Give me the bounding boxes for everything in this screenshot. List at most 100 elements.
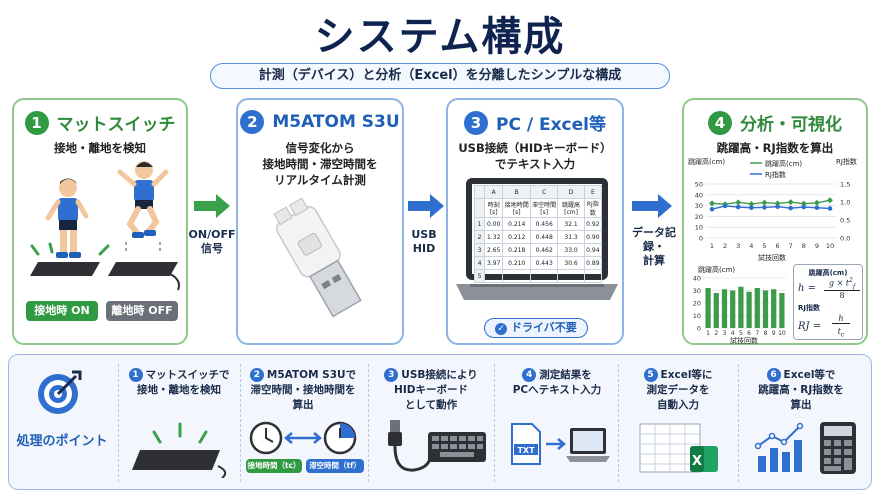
x-tick-label: 8 <box>764 330 768 337</box>
data-point <box>709 206 715 212</box>
data-point <box>814 205 820 211</box>
data-point <box>801 204 807 210</box>
chart-calculator-icon <box>754 422 856 474</box>
clock-icon <box>323 421 357 455</box>
usb-keyboard-icon <box>388 420 486 472</box>
col-header: C <box>529 185 559 199</box>
x-tick-label: 9 <box>772 330 776 337</box>
data-point <box>775 204 780 209</box>
arrow-right-icon <box>408 194 444 218</box>
panel-m5atom: 2 M5ATOM S3U 信号変化から 接地時間・滞空時間を リアルタイム計測 <box>236 98 404 345</box>
usb-device-illustration <box>273 197 362 318</box>
x-tick-label: 9 <box>815 242 819 250</box>
panel-pc-excel: 3 PC / Excel等 USB接続（HIDキーボード） でテキスト入力 A … <box>446 98 624 345</box>
y-tick-label-right: 0.0 <box>840 235 850 243</box>
table-header-cell: RJ指数 <box>583 198 603 218</box>
x-tick-label: 10 <box>826 242 834 250</box>
data-point <box>761 199 768 206</box>
page-title: システム構成 <box>314 14 566 60</box>
jumping-person-icon <box>117 161 169 238</box>
x-tick-label: 7 <box>755 330 759 337</box>
calculator-icon <box>820 422 856 474</box>
y-tick-label: 20 <box>695 213 703 221</box>
arrow-label-data-record: データ記録・ 計算 <box>632 226 676 267</box>
y-axis-label-left: 跳躍高(cm) <box>688 157 725 166</box>
formula-box: 跳躍高(cm) h = g × t2f 8 RJ指数 RJ = h tc <box>793 264 863 340</box>
y-tick-label: 10 <box>695 224 703 232</box>
data-point <box>749 205 754 211</box>
x-tick-label: 2 <box>714 330 718 337</box>
step-number: 2 <box>240 110 265 134</box>
x-tick-label: 8 <box>802 242 806 250</box>
panel-title: 分析・可視化 <box>740 115 842 135</box>
y-tick-label-right: 0.5 <box>840 217 850 225</box>
x-tick-label: 3 <box>723 330 727 337</box>
y-tick-label: 30 <box>693 287 701 295</box>
legend-entry: RJ指数 <box>765 170 786 179</box>
y-tick-label: 10 <box>693 312 701 320</box>
mat-switch-icon <box>132 422 227 478</box>
y-axis-label: 跳躍高(cm) <box>698 265 735 274</box>
formula-jump-height: h = <box>798 283 816 294</box>
x-axis-label: 試技回数 <box>758 253 786 262</box>
x-axis-label: 試技回数 <box>730 336 758 344</box>
x-tick-label: 10 <box>778 330 786 337</box>
col-header: A <box>483 185 504 199</box>
bar <box>762 290 769 328</box>
step-number: 4 <box>708 110 732 135</box>
arrow-right-icon <box>194 194 230 218</box>
col-header: B <box>502 185 531 199</box>
data-point <box>762 205 767 210</box>
bar <box>754 288 760 328</box>
panel-description: 信号変化から 接地時間・滞空時間を リアルタイム計測 <box>262 141 378 187</box>
table-header-cell: 跳躍高[cm] <box>557 198 585 218</box>
x-tick-label: 7 <box>789 242 793 250</box>
y-tick-label-right: 1.5 <box>840 181 850 189</box>
panel-description: 跳躍高・RJ指数を算出 <box>716 141 834 155</box>
arrow-label-signal: ON/OFF 信号 <box>188 228 236 255</box>
data-point <box>788 205 793 211</box>
section-label: 処理のポイント <box>16 434 108 449</box>
y-tick-label: 20 <box>693 300 701 308</box>
table-header-cell: 接地時間[s] <box>502 198 531 218</box>
badge-airborne-off: 離地時 OFF <box>106 301 178 321</box>
panel-title: マットスイッチ <box>56 115 176 135</box>
line-chart: 跳躍高(cm) RJ指数 跳躍高(cm) RJ指数 010203040500.0… <box>688 157 857 262</box>
badge-contact-on: 接地時 ON <box>26 301 98 321</box>
bar <box>713 293 719 328</box>
series-line <box>711 199 831 205</box>
standing-person-icon <box>45 178 89 258</box>
panel-title: PC / Excel等 <box>496 115 606 135</box>
data-point <box>735 204 741 210</box>
y-axis-label-right: RJ指数 <box>836 157 857 166</box>
y-tick-label: 40 <box>695 191 703 199</box>
y-tick-label: 0 <box>699 235 703 243</box>
y-tick-label-right: 1.0 <box>840 199 850 207</box>
target-icon <box>38 370 82 414</box>
x-tick-label: 6 <box>747 330 751 337</box>
step-number: 1 <box>24 110 49 135</box>
data-point <box>735 199 742 206</box>
panel-description: 接地・離地を検知 <box>54 141 146 155</box>
data-point <box>827 206 833 211</box>
y-tick-label: 40 <box>693 275 701 283</box>
data-point <box>827 197 833 204</box>
bar <box>721 289 728 328</box>
panel-mat-switch: 1 マットスイッチ 接地・離地を検知 <box>12 98 188 345</box>
x-tick-label: 1 <box>706 330 710 337</box>
txt-file-label: TXT <box>517 446 535 455</box>
data-point <box>748 200 755 207</box>
data-point <box>787 199 794 206</box>
y-tick-label: 50 <box>695 181 703 189</box>
table-row: 5............... <box>474 269 603 283</box>
legend-entry: 跳躍高(cm) <box>765 159 802 168</box>
table-header-cell: 滞空時間[s] <box>529 198 559 218</box>
